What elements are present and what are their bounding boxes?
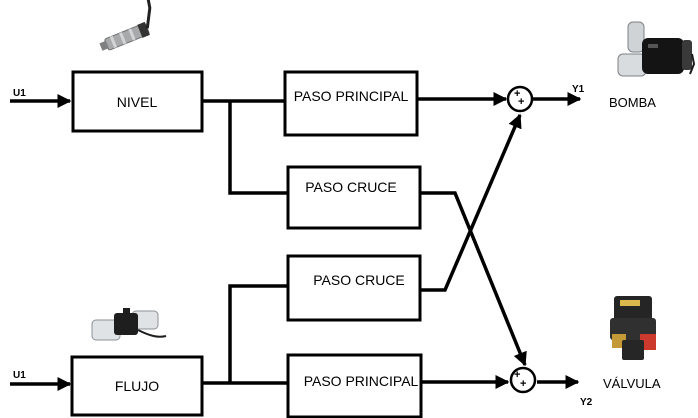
paso-cruce-bottom-to-sum-top-arrow [420, 113, 522, 292]
paso-principal-bottom-label: PASO PRINCIPAL [304, 373, 419, 389]
flow-sensor-picture [91, 308, 167, 341]
paso-cruce-bottom-label: PASO CRUCE [313, 272, 405, 288]
paso-principal-top-label: PASO PRINCIPAL [294, 88, 409, 104]
y1-label: Y1 [572, 84, 585, 95]
nivel-label: NIVEL [117, 94, 158, 110]
summing-junction-top-plus-1: + [514, 88, 520, 100]
u1-bottom-label: U1 [13, 370, 26, 381]
paso-cruce-top-block: PASO CRUCE [286, 165, 422, 230]
summing-junction-top-plus-2: + [518, 96, 524, 108]
valvula-label: VÁLVULA [603, 376, 661, 391]
summing-junction-bottom-plus-2: + [520, 378, 526, 390]
paso-principal-bottom-block: PASO PRINCIPAL [286, 353, 423, 418]
u1-top-label: U1 [13, 88, 26, 99]
bomba-label: BOMBA [609, 95, 656, 110]
summing-junction-bottom: + + [509, 366, 537, 394]
flujo-label: FLUJO [115, 378, 159, 394]
summing-junction-top: + + [506, 85, 534, 113]
y2-label: Y2 [580, 397, 593, 408]
nivel-block: NIVEL [71, 70, 204, 133]
paso-cruce-top-label: PASO CRUCE [305, 179, 397, 195]
level-sensor-picture [99, 0, 152, 51]
summing-junction-bottom-plus-1: + [514, 369, 520, 381]
paso-principal-top-block: PASO PRINCIPAL [283, 70, 419, 137]
valve-picture [610, 296, 656, 360]
paso-cruce-bottom-block: PASO CRUCE [286, 254, 422, 322]
paso-cruce-top-to-sum-bottom-arrow [420, 191, 527, 367]
nivel-to-paso-cruce-wire [228, 101, 288, 195]
flujo-to-paso-cruce-wire [228, 284, 288, 383]
pump-picture [617, 21, 696, 77]
flujo-block: FLUJO [70, 355, 204, 417]
